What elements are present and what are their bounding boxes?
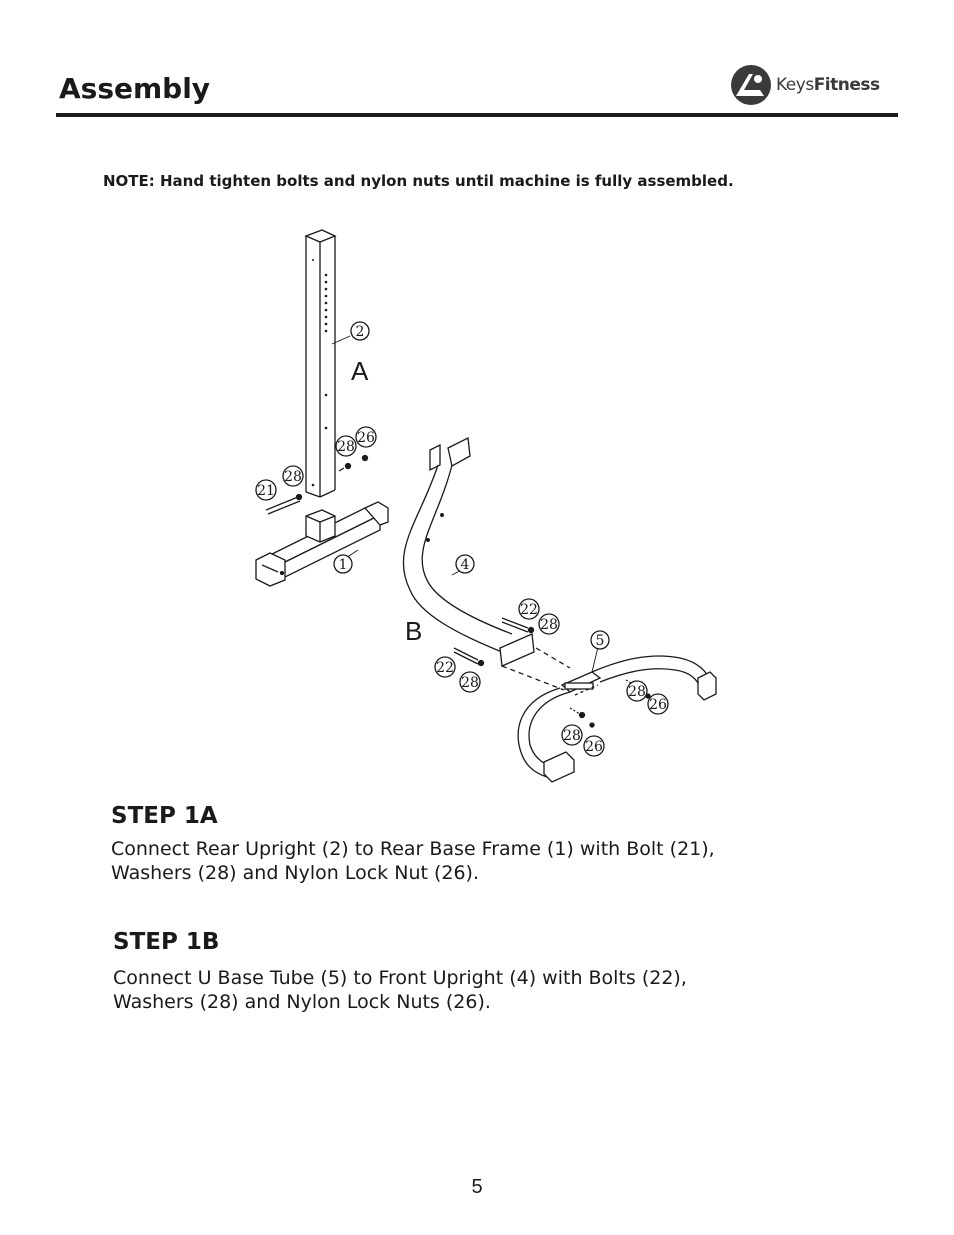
assembly-diagram: 2 26 28 28 21 1 4 22 28 5 22 28 28 26 28…: [255, 229, 717, 783]
callout-28: 28: [540, 617, 558, 633]
callout-21: 21: [257, 483, 275, 499]
callout-1: 1: [339, 557, 348, 573]
step-1a-text: Connect Rear Upright (2) to Rear Base Fr…: [111, 837, 715, 885]
callout-22: 22: [436, 660, 454, 676]
callout-28: 28: [563, 728, 581, 744]
section-label-b: B: [405, 616, 422, 646]
callout-2: 2: [356, 324, 365, 340]
brand-name-part2: Fitness: [813, 75, 880, 95]
callout-28: 28: [461, 675, 479, 691]
page-number: 5: [471, 1176, 483, 1198]
step-1b-line-1: Connect U Base Tube (5) to Front Upright…: [113, 967, 687, 989]
page-title: Assembly: [59, 72, 211, 105]
step-1a-line-1: Connect Rear Upright (2) to Rear Base Fr…: [111, 838, 715, 860]
front-upright-part: [402, 437, 535, 667]
section-label-a: A: [351, 356, 369, 386]
assembly-note: NOTE: Hand tighten bolts and nylon nuts …: [103, 172, 734, 190]
step-1b-text: Connect U Base Tube (5) to Front Upright…: [113, 966, 687, 1014]
rear-upright-part: [304, 229, 337, 498]
rear-base-frame-part: [255, 501, 389, 587]
header-rule: [56, 113, 898, 117]
callout-26: 26: [649, 697, 667, 713]
callout-26: 26: [585, 739, 603, 755]
step-1b-line-2: Washers (28) and Nylon Lock Nuts (26).: [113, 991, 491, 1013]
callout-22: 22: [520, 602, 538, 618]
callout-26: 26: [357, 430, 375, 446]
step-1a-line-2: Washers (28) and Nylon Lock Nut (26).: [111, 862, 480, 884]
callout-circles: [255, 321, 669, 757]
step-1a-title: STEP 1A: [111, 803, 218, 829]
callout-28: 28: [628, 684, 646, 700]
front-upright-hardware: [453, 617, 571, 691]
callout-28: 28: [337, 439, 355, 455]
step-1b-title: STEP 1B: [113, 929, 220, 955]
u-base-hardware: [569, 679, 651, 728]
brand-name-part1: Keys: [776, 75, 814, 95]
brand-name: KeysFitness: [776, 75, 880, 95]
callout-labels: 2 26 28 28 21 1 4 22 28 5 22 28 28 26 28…: [257, 324, 667, 755]
upright-hardware: [265, 454, 369, 515]
u-base-tube-part: [517, 655, 717, 783]
keysfitness-logo-icon: [731, 65, 771, 105]
callout-28: 28: [284, 469, 302, 485]
callout-5: 5: [596, 633, 605, 649]
brand-logo: KeysFitness: [730, 64, 880, 106]
callout-4: 4: [461, 557, 470, 573]
